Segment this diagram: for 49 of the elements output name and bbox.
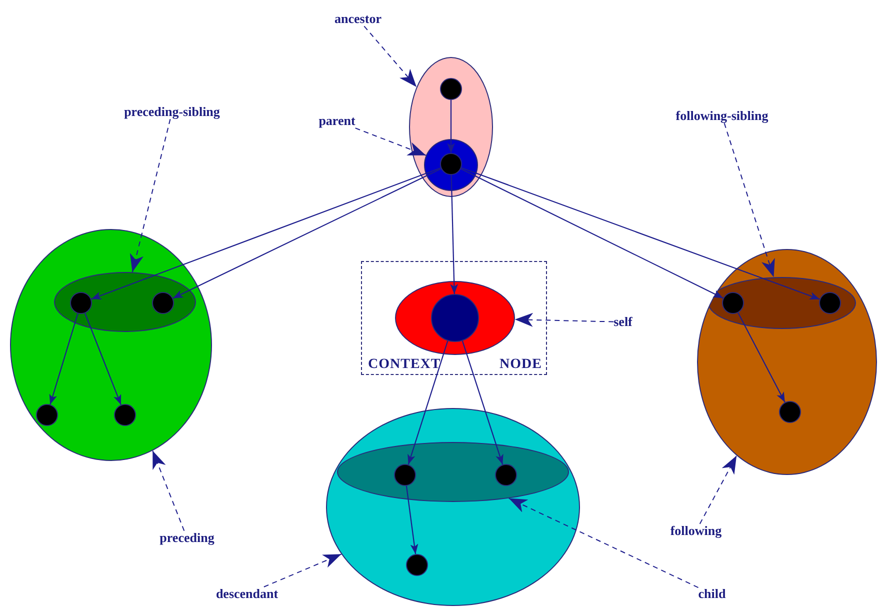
axis-name-label: preceding: [160, 530, 214, 546]
axis-name-label: preceding-sibling: [124, 104, 220, 120]
context-node-frame: [361, 261, 547, 375]
node-dot: [70, 292, 92, 314]
node-dot: [495, 464, 517, 486]
node-dot: [152, 292, 174, 314]
leader-line: [724, 122, 775, 278]
node-dot: [440, 153, 462, 175]
arrow: [460, 168, 724, 299]
node-dot: [819, 292, 841, 314]
axis-name-label: following-sibling: [676, 108, 768, 124]
axis-name-label: parent: [318, 114, 356, 128]
leader-line: [130, 118, 171, 273]
arrow: [408, 340, 448, 465]
arrow: [462, 340, 504, 465]
arrow: [91, 167, 441, 300]
frame-label: CONTEXT: [368, 357, 441, 373]
leader-line: [508, 498, 699, 588]
node-dot: [440, 78, 462, 100]
node-dot: [114, 404, 136, 426]
arrow: [450, 174, 458, 294]
arrow: [84, 313, 122, 405]
arrow: [447, 100, 455, 153]
axis-name-label: self: [614, 314, 632, 330]
leader-line: [514, 312, 614, 327]
arrow: [49, 313, 78, 405]
parent-ellipse: [424, 139, 478, 191]
leader-line: [263, 554, 342, 588]
node-dot: [394, 464, 416, 486]
frame-label: NODE: [500, 357, 542, 373]
following-sibling-ellipse: [708, 277, 856, 329]
context-node-dot: [431, 294, 479, 342]
arrow: [738, 312, 786, 402]
node-dot: [406, 554, 428, 576]
node-dot: [779, 401, 801, 423]
axis-name-label: child: [698, 586, 726, 602]
preceding-sibling-ellipse: [54, 272, 196, 332]
axis-name-label: ancestor: [334, 12, 382, 26]
leader-line: [699, 455, 738, 524]
axis-name-label: descendant: [216, 586, 278, 602]
node-dot: [722, 292, 744, 314]
node-dot: [36, 404, 58, 426]
axis-name-label: following: [670, 524, 722, 538]
leader-line: [364, 26, 418, 88]
arrow: [172, 168, 442, 299]
leader-line: [354, 128, 426, 156]
arrow: [406, 486, 418, 554]
leader-line: [152, 450, 185, 532]
arrow: [461, 167, 820, 300]
